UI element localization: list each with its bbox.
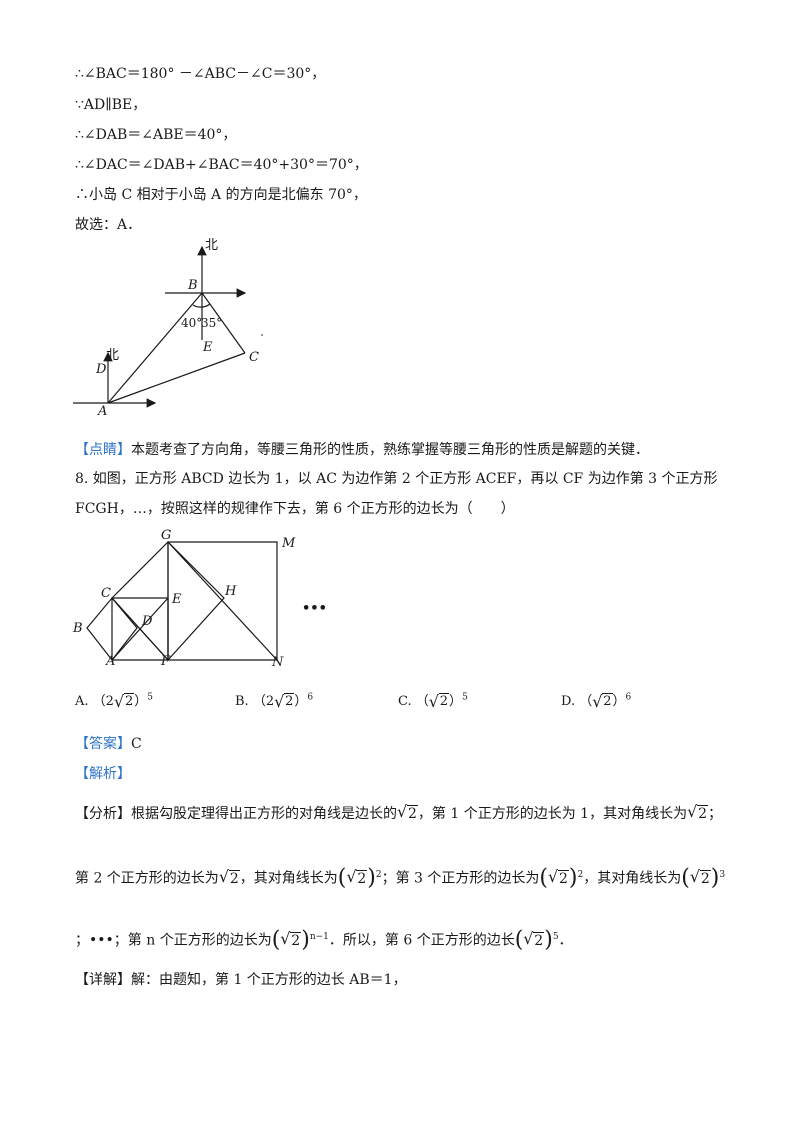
answer-value: C <box>131 736 142 752</box>
option-b-coef: 2 <box>265 694 275 709</box>
exp-2a: 2 <box>375 870 382 880</box>
solution-line-6: 故选：A． <box>75 217 142 233</box>
option-d-power: 6 <box>625 692 632 703</box>
label-f: F <box>160 654 171 669</box>
sqrt-2: 2 <box>687 798 709 828</box>
detail-text: 解：由题知，第 1 个正方形的边长 AB＝1， <box>131 972 407 988</box>
analysis-line-3: ；•••；第 n 个正方形的边长为(2)n−1．所以，第 6 个正方形的边长(2… <box>75 922 573 956</box>
option-d-letter: D. <box>561 694 576 709</box>
label-a: A <box>97 404 107 419</box>
answer-line: 【答案】C <box>75 734 142 754</box>
angle-arc-40 <box>192 304 203 308</box>
label-north-top: 北 <box>205 238 218 253</box>
sqrt-7: 2 <box>280 924 302 956</box>
label-e2: E <box>171 592 182 607</box>
label-c2: C <box>101 586 111 601</box>
solution-line-1: ∴∠BAC＝180° －∠ABC－∠C＝30°， <box>75 66 326 82</box>
detail-tag: 【详解】 <box>75 972 131 988</box>
segment-gn <box>167 541 278 661</box>
solution-line-4: ∴∠DAC＝∠DAB+∠BAC＝40°+30°＝70°， <box>75 157 368 173</box>
solution-line-5: ∴小岛 C 相对于小岛 A 的方向是北偏东 70°， <box>75 187 367 203</box>
ellipsis: ••• <box>302 601 327 616</box>
solution-line-2: ∵AD∥BE， <box>75 97 147 113</box>
analysis-p3b: ．所以，第 6 个正方形的边长 <box>328 932 515 949</box>
label-m: M <box>281 536 296 551</box>
option-c[interactable]: C. （2）5 <box>398 690 468 711</box>
sqrt-4: 2 <box>346 862 368 894</box>
option-c-letter: C. <box>398 694 412 709</box>
detail-line: 【详解】解：由题知，第 1 个正方形的边长 AB＝1， <box>75 970 407 990</box>
exp-5: 5 <box>552 932 559 942</box>
option-d-sqrt: 2 <box>592 692 613 711</box>
exp-3: 3 <box>719 870 726 880</box>
analysis-tag: 【解析】 <box>75 766 131 782</box>
comment-line: 【点睛】本题考查了方向角，等腰三角形的性质，熟练掌握等腰三角形的性质是解题的关键… <box>75 440 649 460</box>
option-b-sqrt: 2 <box>274 692 295 711</box>
label-g: G <box>161 528 171 543</box>
exp-n: n−1 <box>309 932 329 942</box>
answer-tag: 【答案】 <box>75 736 131 752</box>
option-a-sqrt: 2 <box>114 692 135 711</box>
squares-figure: G M C E H B D A F N ••• <box>72 528 327 670</box>
sqrt-6: 2 <box>690 862 711 894</box>
option-b[interactable]: B. （22）6 <box>235 690 314 711</box>
label-angle-35: 35° <box>201 316 222 330</box>
segment-ab <box>107 292 203 404</box>
option-d[interactable]: D. （2）6 <box>561 690 632 711</box>
analysis-line-1: 【分析】根据勾股定理得出正方形的对角线是边长的2，第 1 个正方形的边长为 1，… <box>75 798 723 828</box>
direction-figure: 北 北 B E C D A 40° 35° <box>73 238 263 419</box>
analysis-p1b: ，第 1 个正方形的边长为 1，其对角线长为 <box>417 806 688 822</box>
sqrt-5: 2 <box>548 862 569 894</box>
option-b-power: 6 <box>307 692 314 703</box>
label-h: H <box>224 584 237 599</box>
label-d: D <box>95 362 107 377</box>
option-c-sqrt: 2 <box>429 692 450 711</box>
analysis-line-2: 第 2 个正方形的边长为2，其对角线长为(2)2；第 3 个正方形的边长为(2)… <box>75 860 725 894</box>
label-b: B <box>187 278 198 293</box>
label-e: E <box>202 340 213 355</box>
label-north-left: 北 <box>106 348 119 363</box>
sqrt-1: 2 <box>397 798 418 828</box>
label-b2: B <box>72 621 83 636</box>
label-a2: A <box>105 654 115 669</box>
label-n: N <box>271 655 284 670</box>
option-a[interactable]: A. （22）5 <box>75 690 153 711</box>
segment-bc <box>201 292 246 354</box>
analysis-p2b: ，其对角线长为 <box>239 870 338 887</box>
label-d2: D <box>141 614 153 629</box>
analysis-p2a: 第 2 个正方形的边长为 <box>75 870 219 887</box>
solution-line-3: ∴∠DAB＝∠ABE＝40°， <box>75 127 237 143</box>
analysis-sub-tag: 【分析】 <box>75 806 131 822</box>
square-fgmn <box>167 541 278 661</box>
option-b-letter: B. <box>235 694 249 709</box>
comment-tag: 【点睛】 <box>75 442 131 458</box>
analysis-tag-line: 【解析】 <box>75 764 131 784</box>
stray-dot <box>261 334 263 336</box>
analysis-p1a: 根据勾股定理得出正方形的对角线是边长的 <box>131 806 397 822</box>
label-c: C <box>249 350 259 365</box>
comment-text: 本题考查了方向角，等腰三角形的性质，熟练掌握等腰三角形的性质是解题的关键． <box>131 442 649 458</box>
question-line-1: 8. 如图，正方形 ABCD 边长为 1，以 AC 为边作第 2 个正方形 AC… <box>75 471 718 487</box>
sqrt-3: 2 <box>219 862 240 894</box>
option-a-coef: 2 <box>105 694 114 709</box>
sqrt-8: 2 <box>523 924 545 956</box>
segment-ac <box>107 352 246 404</box>
analysis-p3a: ；•••；第 n 个正方形的边长为 <box>75 932 272 949</box>
analysis-p2c: ；第 3 个正方形的边长为 <box>381 870 540 887</box>
label-angle-40: 40° <box>181 316 202 330</box>
option-c-power: 5 <box>462 692 468 703</box>
exp-2b: 2 <box>577 870 584 880</box>
analysis-p3c: ． <box>558 932 573 949</box>
question-line-2: FCGH，…，按照这样的规律作下去，第 6 个正方形的边长为（ ） <box>75 501 515 517</box>
analysis-p2d: ，其对角线长为 <box>583 870 682 887</box>
angle-arc-35 <box>201 303 211 308</box>
option-a-power: 5 <box>147 692 153 703</box>
option-a-letter: A. <box>75 694 89 709</box>
analysis-p1c: ； <box>708 806 723 822</box>
